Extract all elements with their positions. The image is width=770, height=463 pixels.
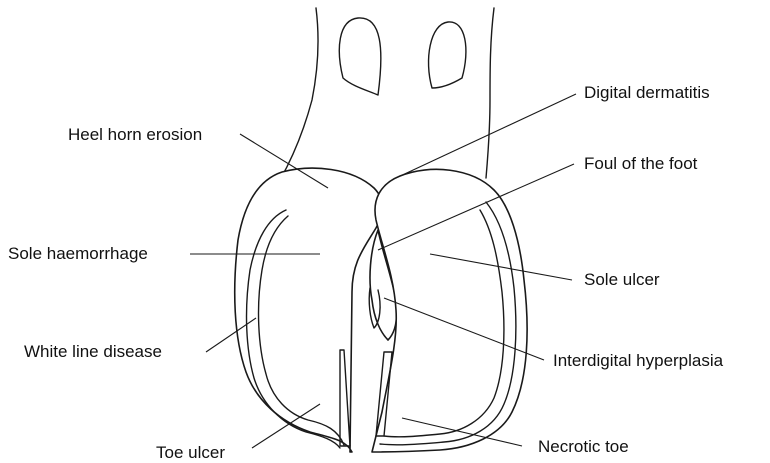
leader-digital-dermatitis [396, 94, 576, 178]
left-claw-wall [235, 168, 383, 452]
dewclaw-right [429, 22, 466, 88]
label-sole-haemorrhage: Sole haemorrhage [8, 244, 148, 263]
leg-outline-right [486, 8, 494, 178]
label-interdigital-hyperplasia: Interdigital hyperplasia [553, 351, 724, 370]
leg-outline-left [280, 8, 318, 180]
label-heel-horn-erosion: Heel horn erosion [68, 125, 202, 144]
label-digital-dermatitis: Digital dermatitis [584, 83, 710, 102]
label-sole-ulcer: Sole ulcer [584, 270, 660, 289]
label-toe-ulcer: Toe ulcer [156, 443, 225, 462]
label-foul-of-the-foot: Foul of the foot [584, 154, 698, 173]
label-white-line-disease: White line disease [24, 342, 162, 361]
label-necrotic-toe: Necrotic toe [538, 437, 629, 456]
dewclaw-left [339, 18, 381, 95]
